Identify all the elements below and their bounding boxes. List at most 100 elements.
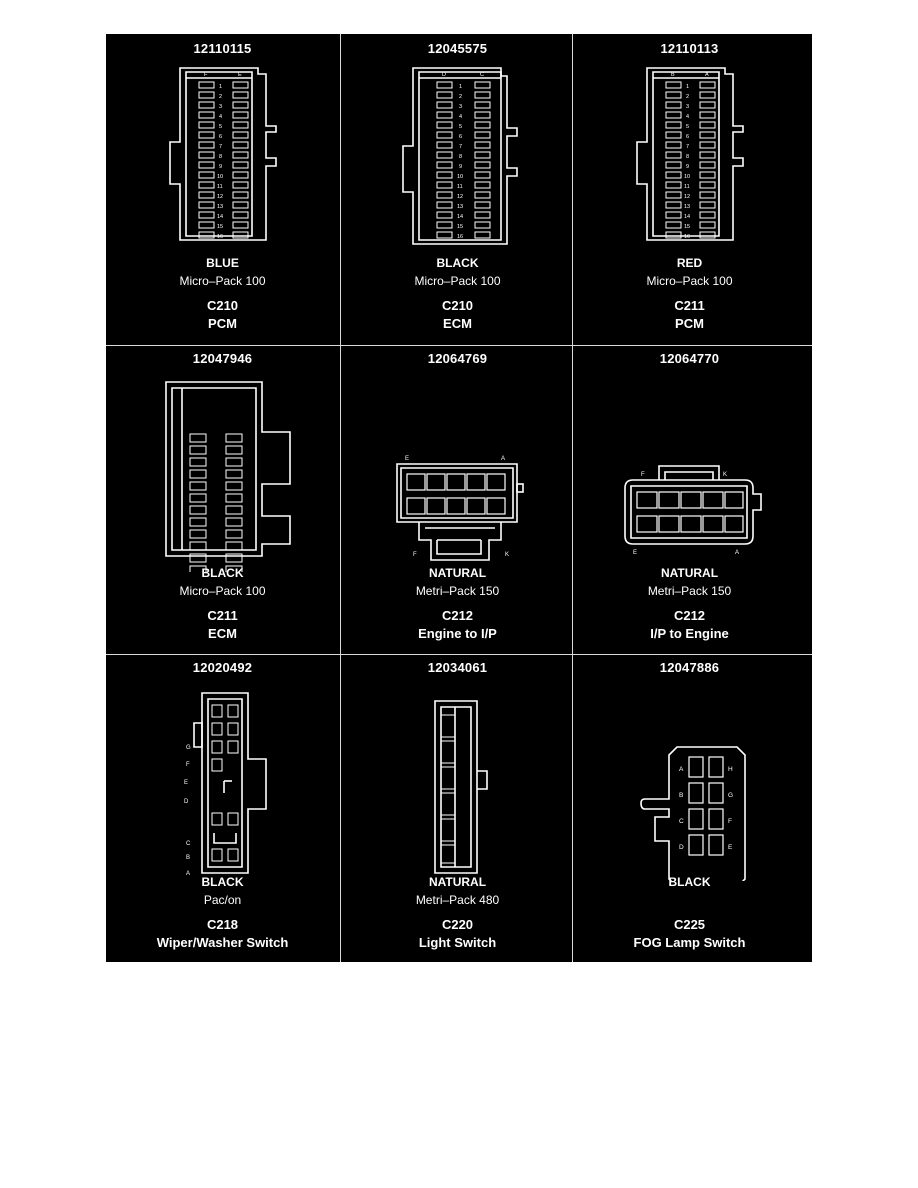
svg-text:3: 3 [686,104,689,110]
svg-text:1: 1 [459,84,462,90]
svg-text:15: 15 [457,224,463,230]
terminal-series: Metri–Pack 480 [415,893,500,907]
svg-text:16: 16 [684,234,690,240]
cavity-letters: G F E D C B A [184,745,191,877]
connector-description: ECM [208,626,237,641]
svg-text:D: D [184,799,189,805]
svg-text:4: 4 [686,114,689,120]
svg-text:B: B [679,792,683,799]
svg-text:10: 10 [684,174,690,180]
part-number: 12047886 [659,660,720,675]
svg-text:12: 12 [457,194,463,200]
terminal-series: Metri–Pack 150 [415,584,500,598]
svg-text:H: H [728,766,733,773]
svg-text:12: 12 [217,194,223,200]
svg-text:F: F [728,818,732,825]
svg-text:4: 4 [219,114,222,120]
svg-text:G: G [186,745,191,751]
svg-text:6: 6 [459,134,462,140]
svg-text:2: 2 [459,94,462,100]
connector-drawing: F K E A [624,465,762,556]
connector-description: ECM [443,316,472,331]
connector-id: C212 [673,608,706,623]
svg-text:7: 7 [219,144,222,150]
svg-text:4: 4 [459,114,462,120]
svg-text:8: 8 [459,154,462,160]
housing-color: NATURAL [428,566,487,580]
connector-description: I/P to Engine [650,626,729,641]
part-number: 12047946 [192,351,253,366]
svg-text:E: E [633,550,637,556]
svg-text:C: C [679,818,684,825]
svg-text:12: 12 [684,194,690,200]
terminal-series: Micro–Pack 100 [179,274,266,288]
svg-text:3: 3 [459,104,462,110]
part-number: 12064770 [659,351,720,366]
svg-text:2: 2 [219,94,222,100]
svg-text:5: 5 [686,124,689,130]
connector-id: C212 [441,608,474,623]
part-number: 12110115 [193,41,252,56]
pin-column-left [665,81,682,239]
cavity-letters: A H B G C F D E [679,766,733,851]
svg-text:1: 1 [219,84,222,90]
svg-text:A: A [679,766,684,773]
connector-card: 12064769 E A F K NATURAL Metri–Pack 150 … [341,344,574,653]
connector-card: 12047886 A H B G C F D E BLACK C225 FOG … [573,653,806,962]
cavity-grid [688,756,724,856]
svg-text:6: 6 [219,134,222,140]
housing-color: RED [676,256,703,270]
svg-text:16: 16 [457,234,463,240]
svg-text:1: 1 [686,84,689,90]
column-letters: F E [204,72,242,78]
svg-text:11: 11 [684,184,690,190]
svg-text:11: 11 [457,184,463,190]
pin-column-right [699,81,716,239]
connector-id: C225 [673,917,706,932]
svg-text:8: 8 [219,154,222,160]
connector-description: Light Switch [418,935,497,950]
part-number: 12110113 [660,41,719,56]
cavity-row-top [406,473,506,491]
svg-text:13: 13 [217,204,223,210]
svg-text:C: C [480,72,484,78]
cavity-column [211,704,239,862]
connector-drawing [165,381,291,572]
cavity-letters: E A F K [405,456,509,558]
cavity-row-bottom [636,515,744,533]
connector-description: PCM [208,316,237,331]
svg-text:E: E [184,780,188,786]
connector-drawing: G F E D C B A [184,692,267,877]
grid-divider [106,345,812,346]
housing-color: BLACK [668,875,711,889]
part-number: 12034061 [427,660,488,675]
cavity-column [440,714,456,864]
connector-card: 12034061 NATURAL Metri–Pack 480 C220 Lig… [341,653,574,962]
housing-color: BLACK [436,256,479,270]
svg-text:13: 13 [457,204,463,210]
terminal-series: Micro–Pack 100 [646,274,733,288]
terminal-series: Micro–Pack 100 [414,274,501,288]
grid-divider [572,34,573,962]
part-number: 12064769 [427,351,488,366]
svg-text:9: 9 [219,164,222,170]
svg-text:F: F [186,762,190,768]
pin-column-left [189,433,207,572]
connector-id: C211 [207,608,238,623]
grid-divider [340,34,341,962]
svg-text:2: 2 [686,94,689,100]
svg-text:E: E [405,456,409,462]
svg-text:F: F [204,72,208,78]
cavity-letters: F K E A [633,472,739,556]
terminal-series: Metri–Pack 150 [647,584,732,598]
terminal-series: Micro–Pack 100 [179,584,266,598]
svg-text:D: D [442,72,446,78]
svg-text:9: 9 [459,164,462,170]
svg-text:15: 15 [684,224,690,230]
part-number: 12045575 [427,41,488,56]
connector-id: C218 [206,917,239,932]
